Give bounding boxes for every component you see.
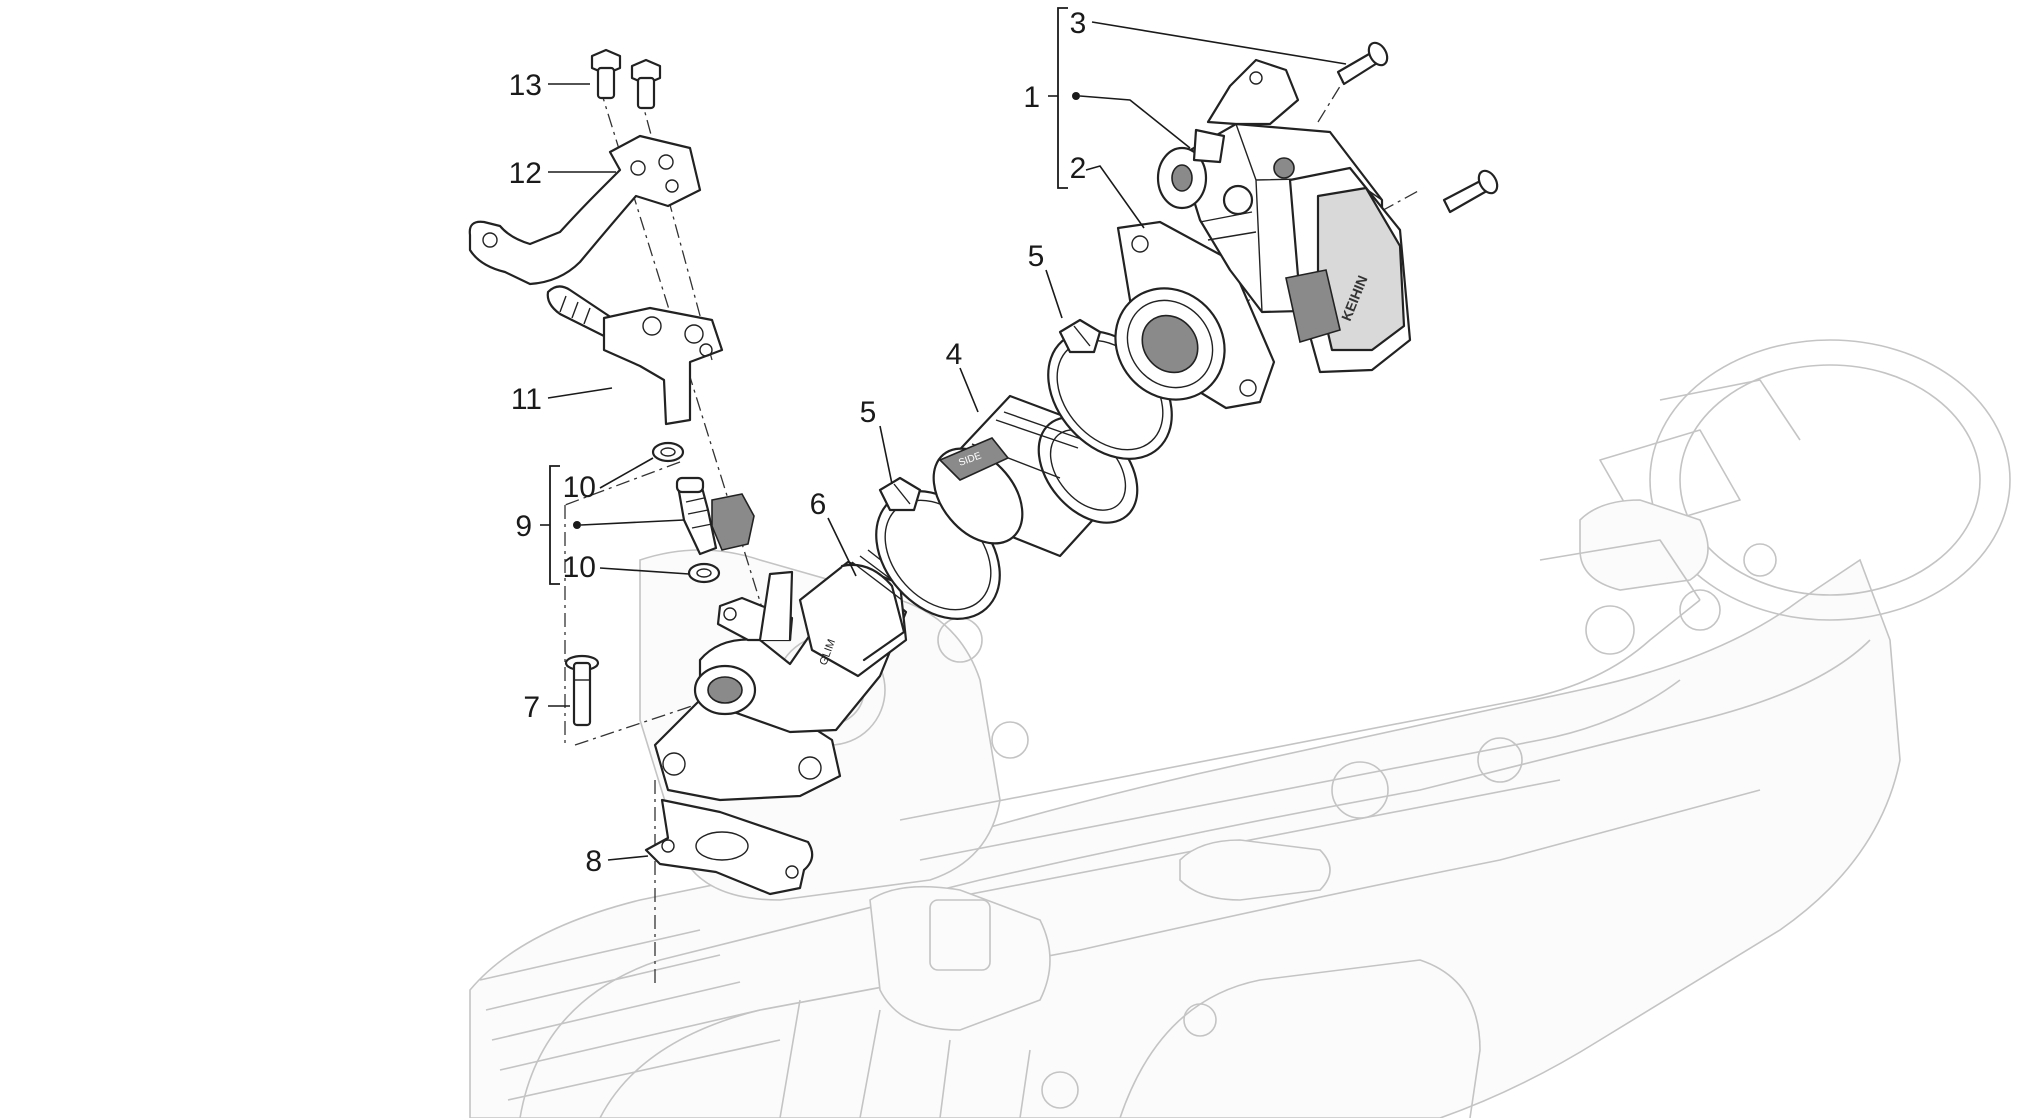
washer-part-10-lower xyxy=(687,562,721,584)
callout-10-upper: 10 xyxy=(563,471,596,504)
callout-5-upper: 5 xyxy=(1028,240,1045,273)
connector-part-11 xyxy=(546,285,724,426)
gasket-part-8 xyxy=(644,798,814,896)
callout-1: 1 xyxy=(1023,81,1040,114)
callout-8: 8 xyxy=(585,845,602,878)
bolts-part-13 xyxy=(590,48,662,110)
callout-10-lower: 10 xyxy=(563,551,596,584)
callout-9: 9 xyxy=(515,510,532,543)
injector-part-9 xyxy=(675,476,755,556)
screws-part-3 xyxy=(1336,41,1499,214)
bolt-part-7 xyxy=(564,654,600,727)
callout-12: 12 xyxy=(509,157,542,190)
leader-lines xyxy=(547,21,1347,861)
callout-labels: 1 2 3 4 5 5 6 7 8 9 10 10 11 12 13 xyxy=(509,7,1087,878)
bracket-group-1 xyxy=(1048,7,1080,189)
throttle-body-part-1: KEIHIN xyxy=(1114,58,1412,410)
callout-11: 11 xyxy=(511,383,542,416)
callout-3: 3 xyxy=(1070,7,1087,40)
callout-5-lower: 5 xyxy=(860,396,877,429)
callout-2: 2 xyxy=(1070,152,1087,185)
callout-4: 4 xyxy=(946,338,963,371)
bracket-group-9 xyxy=(540,465,581,585)
intake-manifold-part-6: GLIM xyxy=(653,549,915,802)
callout-6: 6 xyxy=(810,488,827,521)
washer-part-10-upper xyxy=(651,441,685,463)
bracket-part-12 xyxy=(468,134,702,286)
callout-13: 13 xyxy=(509,69,542,102)
callout-7: 7 xyxy=(523,691,540,724)
